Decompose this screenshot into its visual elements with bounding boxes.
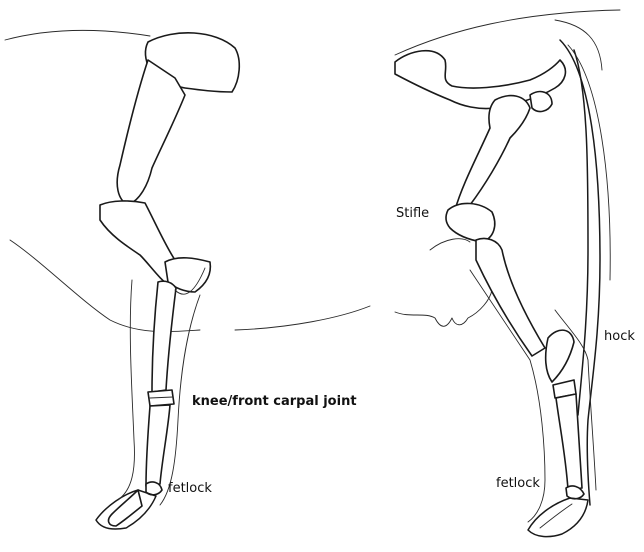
front-leg-skin-left	[118, 280, 134, 500]
tail-inner	[574, 50, 588, 415]
hind-hoof-bones	[540, 504, 572, 528]
hind-femur	[455, 96, 530, 210]
front-cannon	[146, 405, 170, 486]
body-outline-belly-middle	[235, 306, 370, 330]
flank-outline	[430, 239, 470, 250]
hind-stifle-joint	[446, 203, 495, 242]
label-hock: hock	[604, 330, 635, 343]
tail-back-edge	[568, 45, 610, 280]
front-radius	[152, 281, 176, 392]
label-fetlock-hind: fetlock	[496, 477, 540, 490]
label-stifle: Stifle	[396, 207, 429, 220]
body-outline-top-front	[5, 30, 150, 40]
hind-hoof-outline	[528, 498, 588, 537]
label-fetlock-front: fetlock	[168, 482, 212, 495]
front-humerus	[117, 60, 185, 205]
hind-tibia	[476, 238, 545, 356]
hind-hock-joint	[546, 330, 574, 382]
label-knee-front-carpal-joint: knee/front carpal joint	[192, 395, 357, 408]
hind-hip-ball	[530, 92, 552, 112]
udder-outline	[395, 290, 492, 326]
